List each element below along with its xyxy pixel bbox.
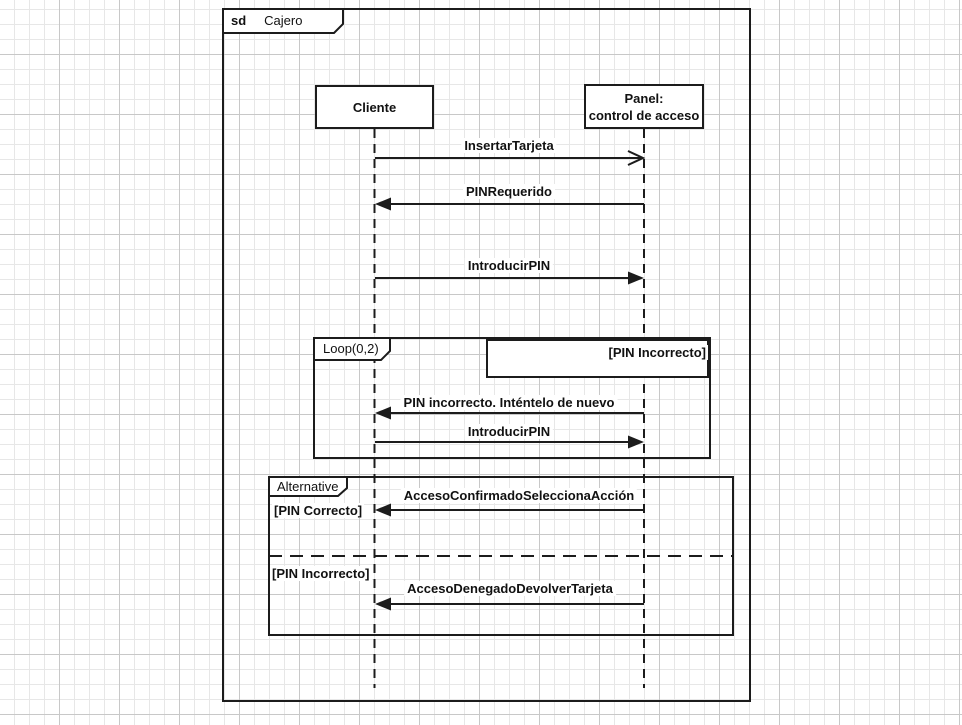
loop-fragment-operator[interactable]: Loop(0,2) xyxy=(323,341,379,356)
lifeline-cliente-label: Cliente xyxy=(352,99,397,115)
loop-fragment-guard[interactable]: [PIN Incorrecto] xyxy=(606,345,708,360)
pin-requerido-arrowhead[interactable] xyxy=(375,197,391,211)
message-label-pin-requerido[interactable]: PINRequerido xyxy=(463,184,555,199)
loop-introducir-pin-arrowhead[interactable] xyxy=(628,435,644,449)
alt-acceso-confirmado-arrowhead[interactable] xyxy=(375,503,391,517)
alt-guard-pin-incorrecto[interactable]: [PIN Incorrecto] xyxy=(270,566,372,581)
sd-frame-label[interactable]: sd Cajero xyxy=(231,13,302,28)
introducir-pin-arrowhead[interactable] xyxy=(628,271,644,285)
lifeline-head-panel[interactable]: Panel: control de acceso xyxy=(584,84,704,129)
sd-frame-tab[interactable] xyxy=(222,8,344,34)
message-label-acceso-confirmado[interactable]: AccesoConfirmadoSeleccionaAcción xyxy=(400,488,638,503)
lifeline-panel-label-line1: Panel: xyxy=(624,90,664,106)
loop-fragment-tab[interactable] xyxy=(313,337,391,361)
lifeline-panel-label-line2: control de acceso xyxy=(588,107,700,123)
alt-acceso-denegado-arrowhead[interactable] xyxy=(375,597,391,611)
alt-guard-pin-correcto[interactable]: [PIN Correcto] xyxy=(272,503,365,518)
alt-fragment-tab[interactable] xyxy=(268,476,348,497)
message-label-acceso-denegado[interactable]: AccesoDenegadoDevolverTarjeta xyxy=(404,581,616,596)
sd-frame-operator: sd xyxy=(231,13,247,28)
message-label-introducir-pin[interactable]: IntroducirPIN xyxy=(464,258,554,273)
sd-frame[interactable] xyxy=(222,8,751,702)
loop-retry-arrowhead[interactable] xyxy=(375,406,391,420)
insertar-tarjeta-arrowhead[interactable] xyxy=(627,150,646,166)
lifeline-head-cliente[interactable]: Cliente xyxy=(315,85,434,129)
sd-frame-title: Cajero xyxy=(264,13,303,28)
message-label-loop-retry[interactable]: PIN incorrecto. Inténtelo de nuevo xyxy=(400,395,618,410)
message-label-loop-introducir-pin[interactable]: IntroducirPIN xyxy=(464,424,554,439)
loop-fragment-box[interactable] xyxy=(313,337,711,459)
message-label-insertar-tarjeta[interactable]: InsertarTarjeta xyxy=(461,138,557,153)
alt-fragment-operator[interactable]: Alternative xyxy=(277,479,339,494)
